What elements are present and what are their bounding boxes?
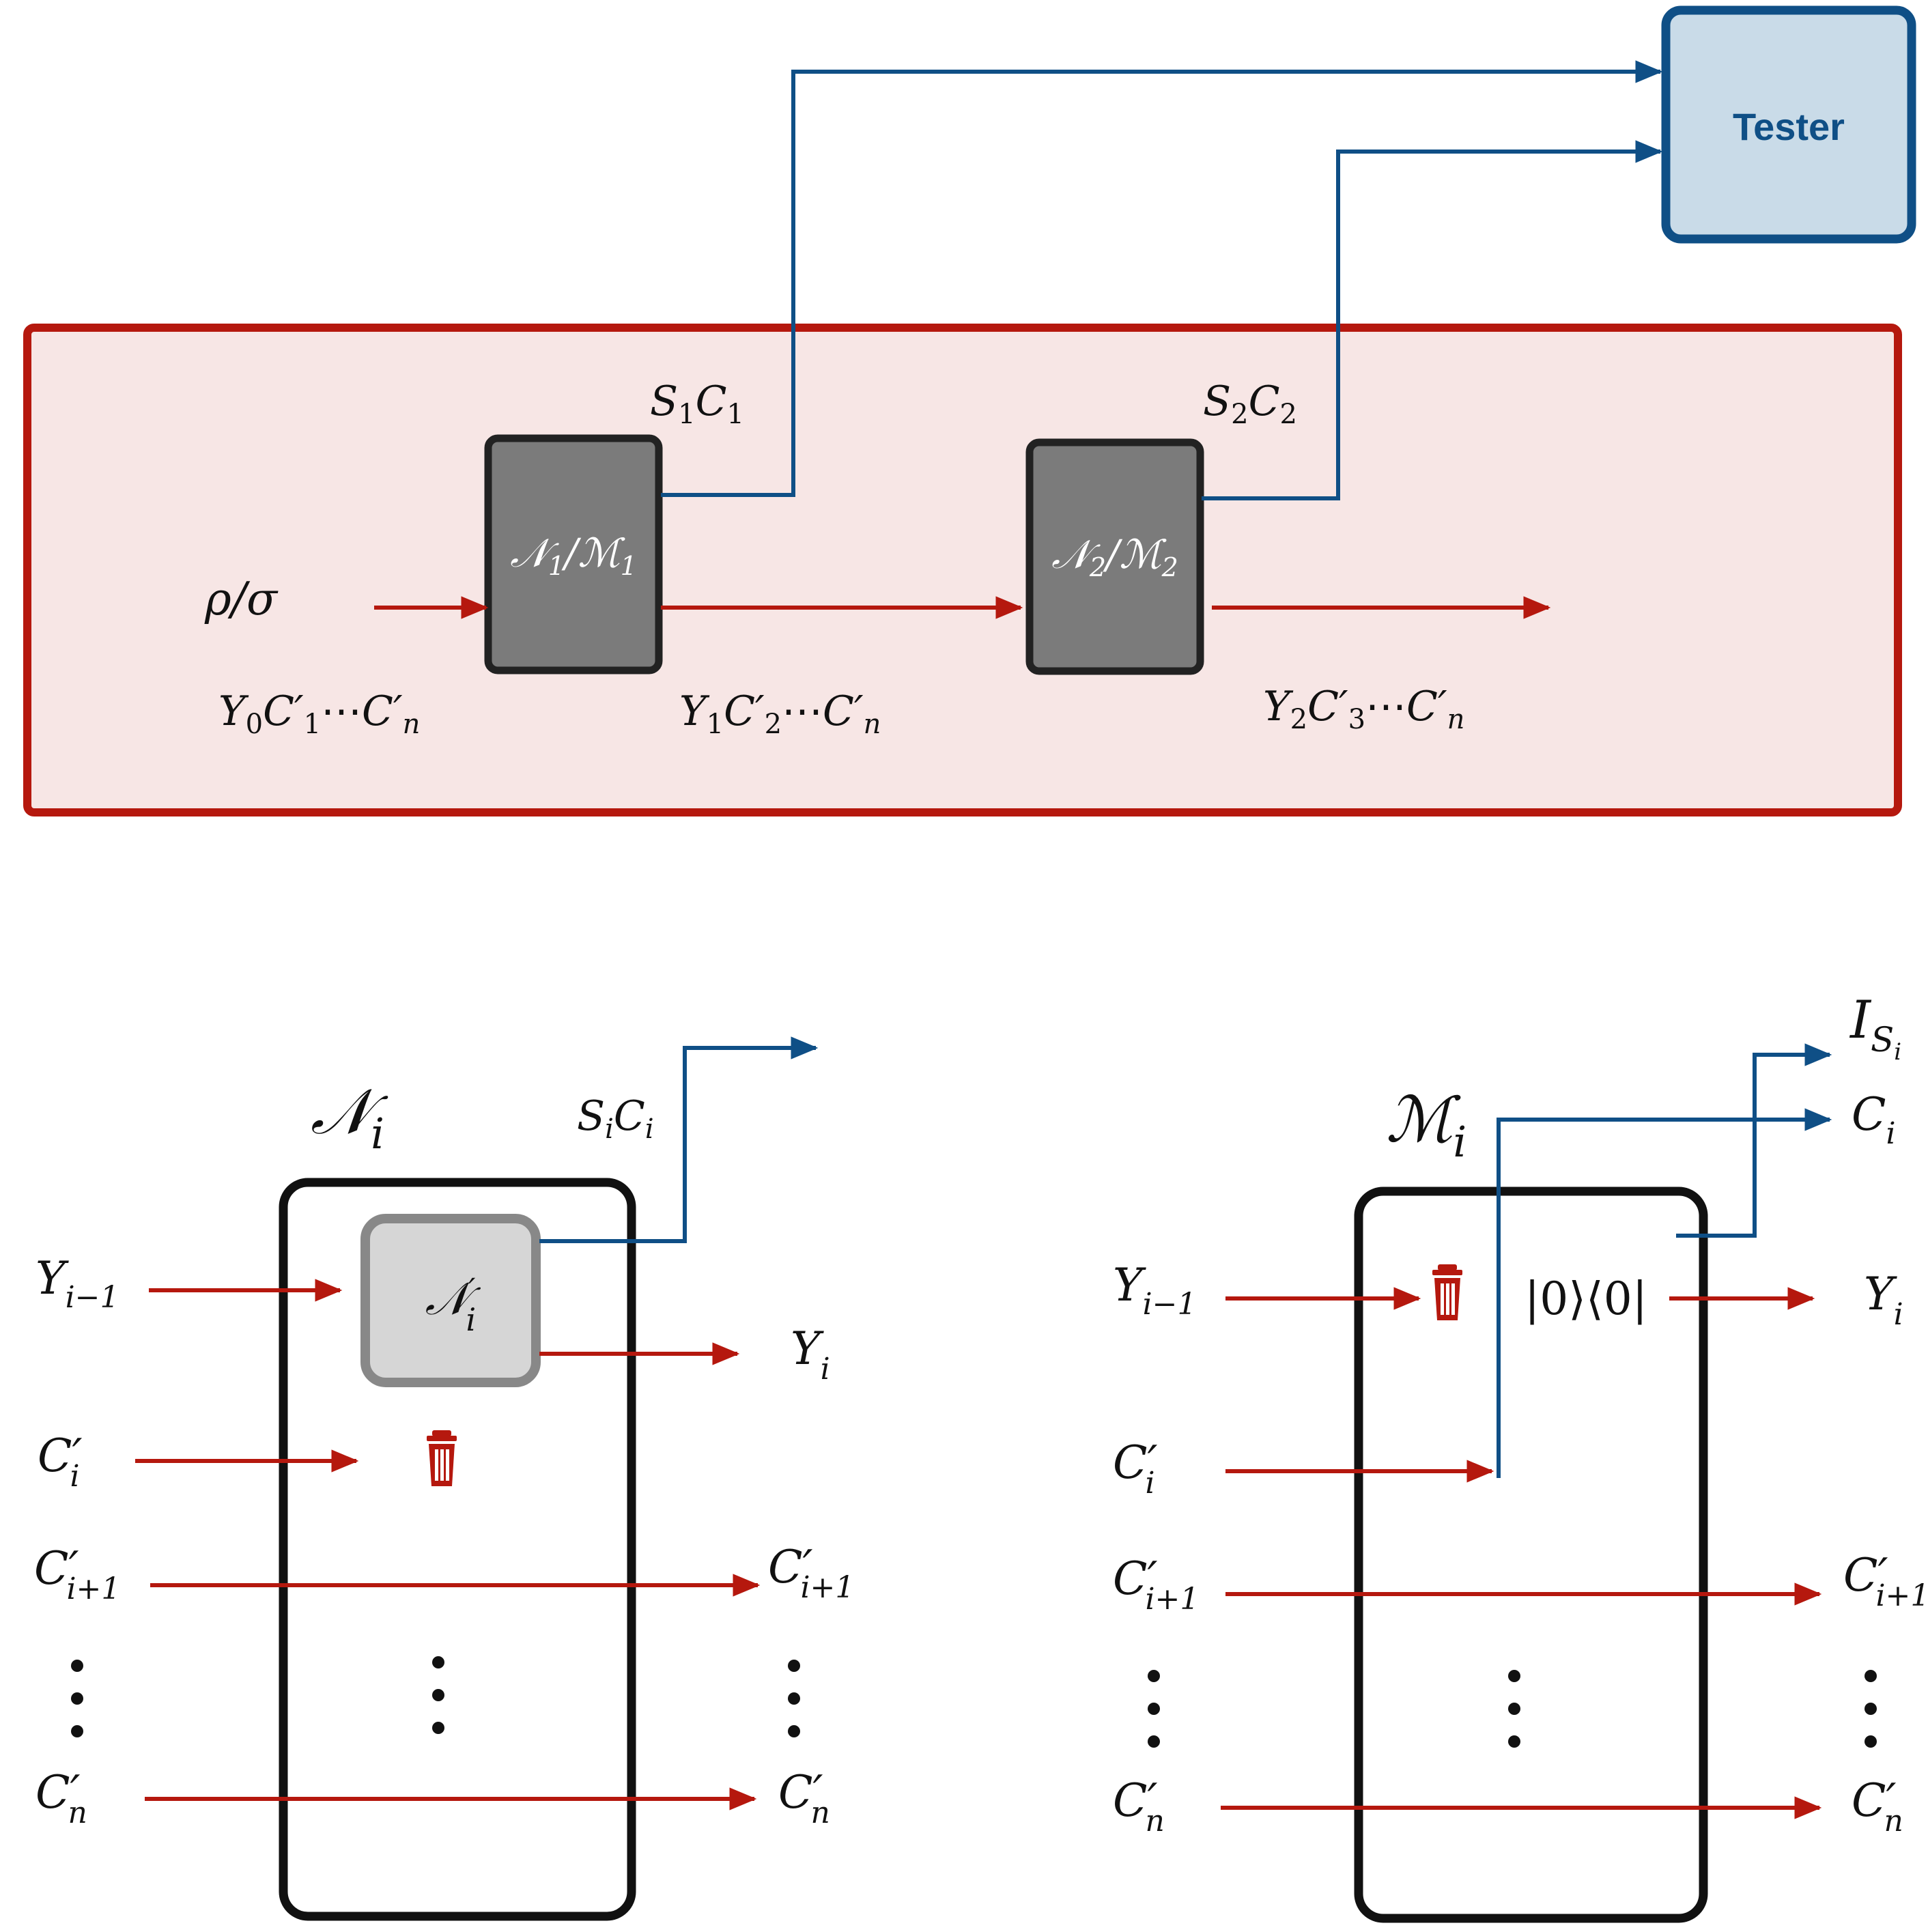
svg-text:𝒩1/ℳ1: 𝒩1/ℳ1 [510,530,637,581]
left-side-out-label: SiCi [577,1092,654,1145]
right-out-cn-label: C′n [1852,1774,1903,1838]
left-title: 𝒩i [311,1075,388,1159]
right-in-c-label: C′i [1113,1436,1157,1501]
inner-channel-box: 𝒩′i [360,1214,541,1387]
left-out-y-label: Yi [791,1322,830,1387]
right-in-c-next-label: C′i+1 [1113,1552,1199,1617]
out-wires-label: Y2C′3⋯C′n [1263,683,1464,735]
left-in-c-next-label: C′i+1 [34,1542,120,1606]
left-out-cn-label: C′n [778,1766,830,1830]
right-c-route-wire [1497,1108,1832,1478]
right-ellipsis-mid [1508,1670,1520,1748]
left-ellipsis-in [71,1660,83,1737]
right-state-label: |0⟩⟨0| [1525,1273,1647,1325]
svg-text:𝒩′i: 𝒩′i [425,1271,481,1338]
input-state-label: ρ/σ [204,573,279,625]
right-channel-frame [1354,1187,1708,1923]
right-out-c-next-label: C′i+1 [1843,1549,1928,1613]
left-out-c-next-label: C′i+1 [768,1541,854,1605]
right-state-out-wire [1676,1043,1832,1238]
box1-calM: ℳ [578,530,626,576]
box1-sub1: 1 [548,551,565,581]
tester-box[interactable]: Tester [1661,5,1916,244]
right-out-i-label: ISi [1849,989,1901,1066]
trash-icon [1432,1264,1462,1320]
right-out-y-label: Yi [1864,1268,1903,1332]
box1-sub2: 1 [621,551,637,581]
left-in-y-label: Yi−1 [36,1252,119,1315]
mid-wires-label: Y1C′2⋯C′n [679,687,881,740]
right-ellipsis-in [1148,1670,1160,1748]
left-side-out-wire [539,1036,819,1243]
svg-text:𝒩2/ℳ2: 𝒩2/ℳ2 [1051,531,1178,582]
left-channel-frame [279,1178,636,1921]
channel-box-1: 𝒩1/ℳ1 [484,434,663,674]
side-wire-1 [661,60,1663,497]
left-ellipsis-mid [432,1656,444,1734]
side-out-2-label: S2C2 [1203,378,1297,430]
right-ellipsis-out [1865,1670,1877,1748]
box2-sub1: 2 [1089,552,1106,582]
channel-box-2: 𝒩2/ℳ2 [1025,438,1204,675]
right-in-y-label: Yi−1 [1113,1259,1197,1322]
side-out-1-label: S1C1 [650,378,744,430]
side-wire-2 [1202,140,1663,500]
right-title: ℳi [1386,1083,1466,1167]
left-in-cn-label: C′n [36,1766,87,1830]
right-in-cn-label: C′n [1113,1774,1165,1838]
right-out-c-label: Ci [1852,1088,1896,1151]
box2-sub2: 2 [1161,552,1178,582]
left-in-c-label: C′i [38,1430,82,1494]
left-ellipsis-out [788,1660,800,1737]
tester-label: Tester [1733,105,1845,148]
input-wires-label: Y0C′1⋯C′n [218,687,420,740]
box2-calM: ℳ [1120,531,1167,578]
trash-icon [427,1430,457,1486]
